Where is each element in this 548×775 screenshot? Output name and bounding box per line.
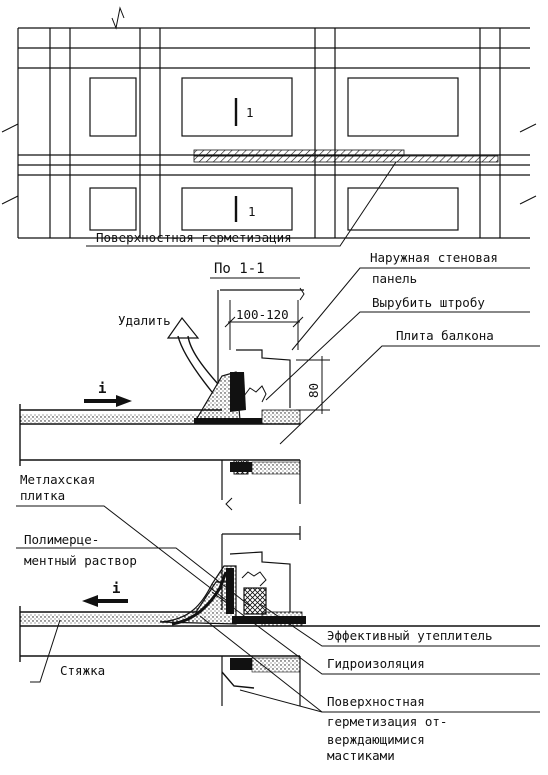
tile-label-1: Метлахская: [20, 472, 95, 487]
slope-symbol-2: i: [112, 581, 120, 597]
balcony-slab-label: Плита балкона: [396, 328, 494, 343]
facade-elevation: 1 1 Поверхностная герметизация: [1, 6, 537, 247]
slope-arrow-left: i: [82, 581, 128, 607]
slope-symbol: i: [98, 381, 106, 397]
dim-height: 80: [306, 383, 321, 398]
elevation-caption: Поверхностная герметизация: [96, 230, 292, 245]
cut-groove-label: Вырубить штробу: [372, 295, 485, 310]
remove-arrow: [166, 316, 219, 393]
section-mark-top: 1: [246, 105, 254, 120]
section-view-sealing: i Метлахская плитка Полимерце- ментный р…: [16, 472, 540, 763]
screed-label: Стяжка: [60, 663, 105, 678]
section-title: По 1-1: [214, 261, 265, 277]
tile-label-2: плитка: [20, 488, 65, 503]
sealing-strip-upper: [193, 149, 405, 157]
dim-width: 100-120: [236, 307, 289, 322]
sealing-strip-lower: [193, 155, 499, 163]
sealing-label-3: верждающимися: [327, 732, 425, 747]
section-mark-bottom: 1: [248, 204, 256, 219]
section-view-removal: По 1-1 100-120 80: [19, 250, 540, 511]
mortar-label-2: ментный раствор: [24, 553, 137, 568]
sealing-label-4: мастиками: [327, 748, 395, 763]
sealing-label-2: герметизация от-: [327, 714, 447, 729]
remove-label: Удалить: [118, 313, 171, 328]
outer-panel-label-1: Наружная стеновая: [370, 250, 498, 265]
sealing-label-1: Поверхностная: [327, 694, 425, 709]
insulation-label: Эффективный утеплитель: [327, 628, 493, 643]
waterproofing-label: Гидроизоляция: [327, 656, 425, 671]
outer-panel-label-2: панель: [372, 271, 417, 286]
mortar-label-1: Полимерце-: [24, 532, 99, 547]
slope-arrow-right: i: [84, 381, 132, 407]
